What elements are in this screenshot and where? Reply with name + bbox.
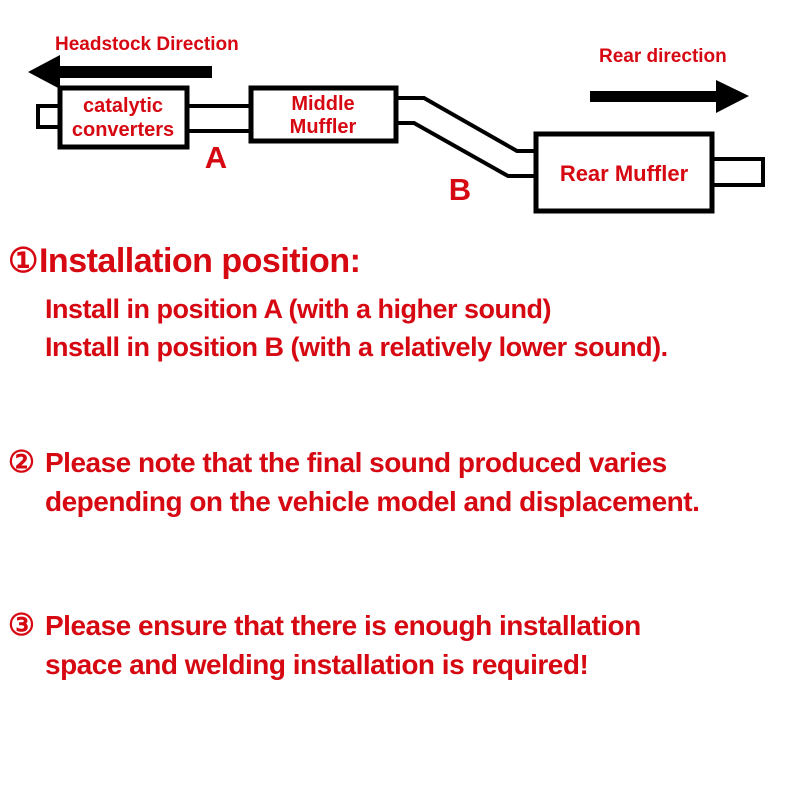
catalytic-converter-box [57,85,190,150]
note2-number: ② [8,446,35,479]
position-b-label: B [449,172,471,207]
note2-line2: depending on the vehicle model and displ… [45,486,700,517]
note3-line2: space and welding installation is requir… [45,649,589,680]
position-a-label: A [205,140,227,175]
exhaust-system-diagram: Headstock Direction Rear direction catal… [28,34,765,214]
catalytic-converter-label-line2: converters [72,119,174,141]
catalytic-converter-label-line1: catalytic [83,95,163,117]
note1-heading: ① Installation position: [8,240,668,282]
note3-line1: Please ensure that there is enough insta… [45,610,641,641]
rear-pipe-stub [706,157,765,187]
note1-number: ① [8,242,38,280]
note3-number: ③ [8,609,35,642]
note2-line1: Please note that the final sound produce… [45,447,667,478]
note-installation-space: ③ Please ensure that there is enough ins… [8,606,641,684]
note-installation-position: ① Installation position: Install in posi… [8,240,668,366]
middle-muffler-label-line1: Middle [291,93,354,115]
rear-muffler-box [533,131,715,214]
middle-muffler-label-line2: Muffler [290,116,357,138]
pipe-b [392,96,542,178]
note2-body: Please note that the final sound produce… [45,443,700,521]
rear-muffler-label: Rear Muffler [560,161,689,186]
pipe-a [183,104,259,133]
headstock-arrow-icon [28,55,212,89]
note1-line-position-b: Install in position B (with a relatively… [45,332,668,362]
rear-direction-label: Rear direction [599,46,727,67]
middle-muffler-box [248,85,399,144]
note-sound-varies: ② Please note that the final sound produ… [8,443,700,521]
note1-line-position-a: Install in position A (with a higher sou… [45,294,551,324]
note3-body: Please ensure that there is enough insta… [45,606,641,684]
note1-body: Install in position A (with a higher sou… [45,290,668,366]
headstock-direction-label: Headstock Direction [55,34,239,55]
note1-title: Installation position: [38,242,361,280]
rear-direction-arrow-icon [590,80,749,113]
